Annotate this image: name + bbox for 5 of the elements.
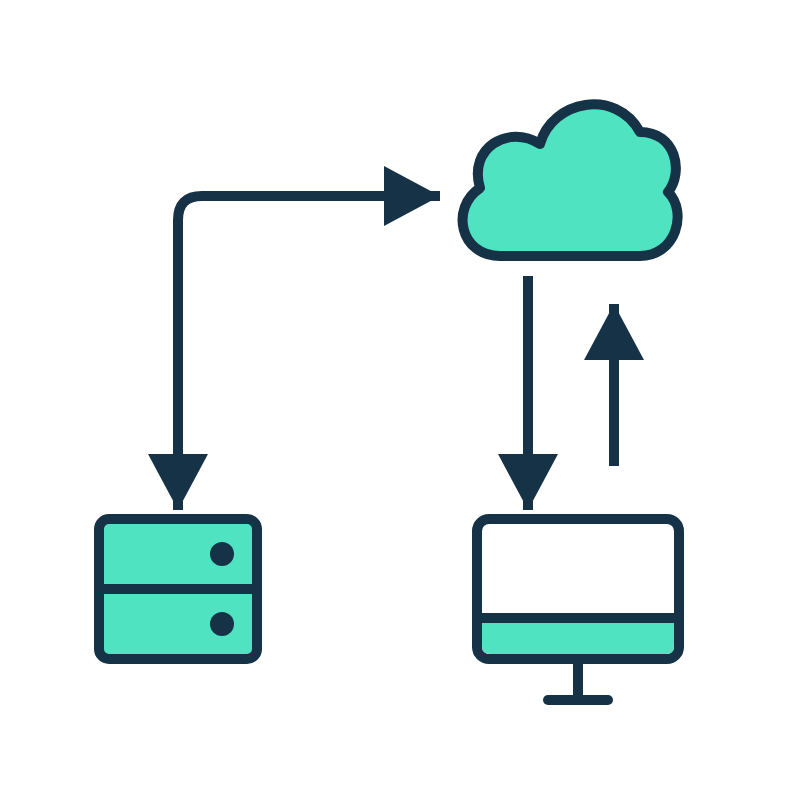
monitor-icon [472, 514, 684, 706]
arrow [584, 304, 644, 466]
arrow [148, 166, 440, 510]
arrow [498, 276, 558, 510]
server-icon [94, 514, 262, 664]
